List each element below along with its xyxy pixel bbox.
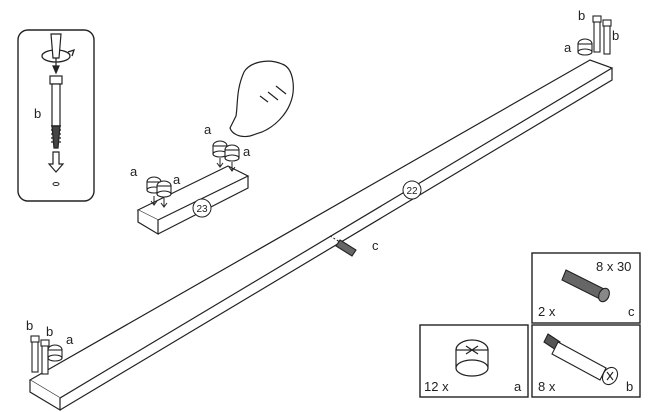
- callout-a: a: [66, 332, 74, 347]
- callout-a: a: [564, 40, 572, 55]
- legend-dowel-quantity: 2 x: [538, 304, 556, 319]
- legend-bolt-quantity: 8 x: [538, 379, 556, 394]
- short-rail: [136, 165, 250, 236]
- legend-cam-letter: a: [514, 379, 522, 394]
- short-rail-number-badge: 23: [192, 198, 212, 218]
- callout-c: c: [372, 238, 379, 253]
- down-arrow-icon: [47, 151, 65, 173]
- short-rail-number: 23: [196, 204, 208, 215]
- long-rail-number-badge: 22: [402, 180, 422, 200]
- legend-dowel-size: 8 x 30: [596, 259, 631, 274]
- callout-a: a: [243, 144, 251, 159]
- legend-bolt-letter: b: [626, 379, 633, 394]
- screwdriver-icon: [50, 33, 62, 75]
- callout-a: a: [204, 122, 212, 137]
- callout-b: b: [578, 8, 585, 23]
- dowel-icon: [561, 269, 610, 303]
- bolt-icon: [49, 75, 63, 149]
- legend-cam-quantity: 12 x: [424, 379, 449, 394]
- legend-cam: 12 x a: [419, 324, 529, 398]
- legend-dowel-letter: c: [628, 304, 635, 319]
- cam-fitting-icon: [146, 140, 240, 198]
- bolt-icon: [543, 333, 619, 386]
- inset-bolt-label: b: [34, 106, 41, 121]
- cam-fitting-icon: [455, 339, 489, 377]
- long-rail-number: 22: [406, 186, 418, 197]
- hole-icon: [52, 182, 60, 186]
- left-end-fittings: [30, 335, 63, 375]
- callout-a: a: [130, 164, 138, 179]
- hand-icon: [229, 60, 294, 138]
- long-rail: [28, 59, 614, 412]
- callout-b: b: [46, 324, 53, 339]
- right-end-fittings: [577, 15, 612, 56]
- legend-dowel: 8 x 30 2 x c: [531, 252, 641, 324]
- legend-bolt: 8 x b: [531, 324, 641, 398]
- dowel-icon: [329, 235, 357, 257]
- callout-a: a: [173, 172, 181, 187]
- insert-arrows-icon: [150, 158, 236, 208]
- callout-b: b: [612, 28, 619, 43]
- callout-b: b: [26, 318, 33, 333]
- screwdriver-inset: b: [17, 29, 95, 202]
